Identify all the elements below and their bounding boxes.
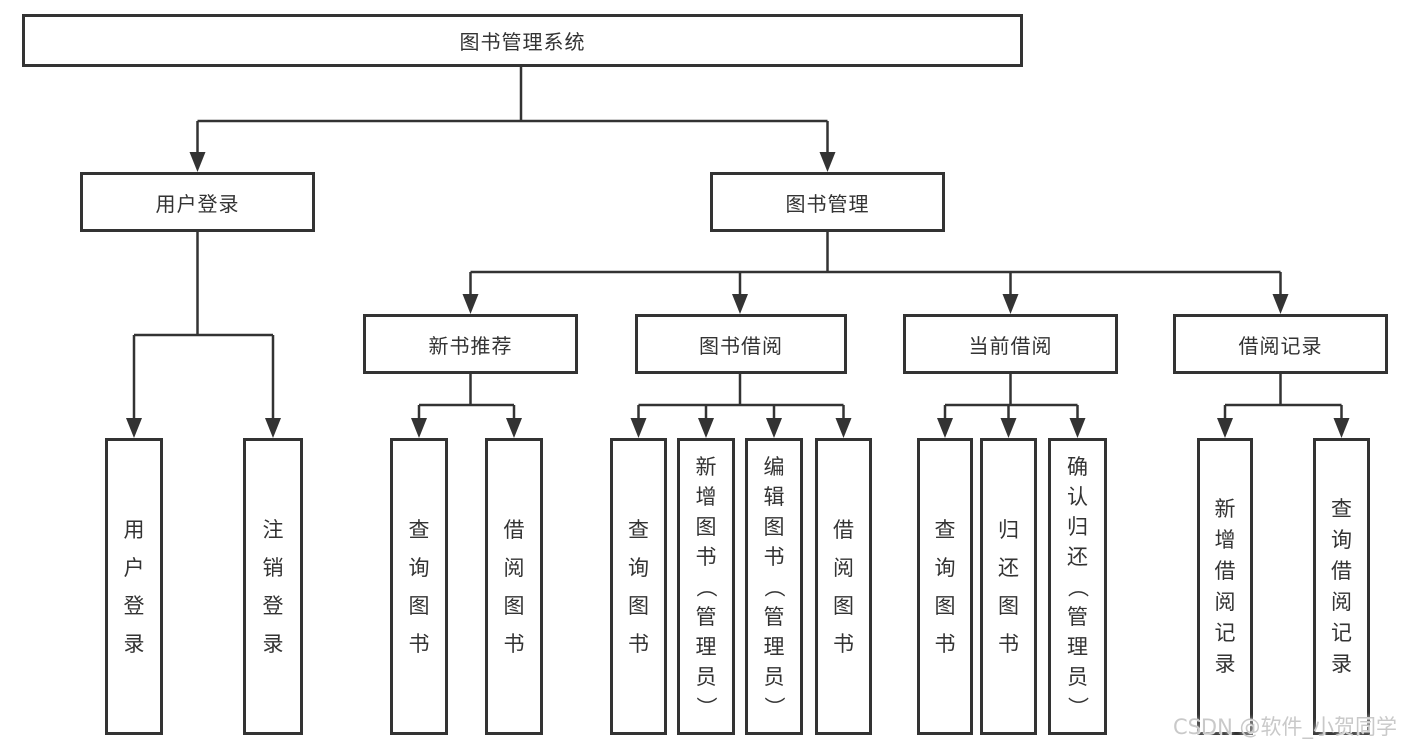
leaf-query-books-current: 查询图书 <box>917 438 973 735</box>
watermark-text: CSDN @软件_小贺同学 <box>1172 715 1397 739</box>
leaf-confirm-return-admin: 确认归还（管理员） <box>1048 438 1107 735</box>
node-label: 查询借阅记录 <box>1331 497 1352 676</box>
node-label: 用户登录 <box>155 191 240 216</box>
node-user-login: 用户登录 <box>80 172 315 232</box>
node-label: 归还图书 <box>998 517 1019 656</box>
node-new-book-recommend: 新书推荐 <box>363 314 578 374</box>
node-label: 查询图书 <box>934 517 956 656</box>
node-label: 图书管理系统 <box>459 30 586 54</box>
leaf-borrow-books-borrow: 借阅图书 <box>815 438 872 735</box>
node-label: 新增借阅记录 <box>1214 497 1236 676</box>
node-label: 借阅图书 <box>503 517 525 656</box>
leaf-user-login: 用户登录 <box>105 438 163 735</box>
node-label: 新增图书（管理员） <box>694 454 718 718</box>
leaf-edit-book-admin: 编辑图书（管理员） <box>745 438 803 735</box>
node-label: 用户登录 <box>123 517 145 656</box>
leaf-borrow-books-recommend: 借阅图书 <box>485 438 543 735</box>
node-label: 注销登录 <box>262 517 284 656</box>
node-label: 编辑图书（管理员） <box>762 454 786 718</box>
node-label: 查询图书 <box>408 517 430 656</box>
node-library-system: 图书管理系统 <box>22 14 1023 67</box>
node-book-management: 图书管理 <box>710 172 945 232</box>
leaf-add-book-admin: 新增图书（管理员） <box>677 438 735 735</box>
node-book-borrow: 图书借阅 <box>635 314 847 374</box>
node-label: 借阅记录 <box>1238 333 1323 358</box>
node-label: 当前借阅 <box>968 333 1053 358</box>
leaf-query-books-recommend: 查询图书 <box>390 438 448 735</box>
node-label: 查询图书 <box>628 517 649 656</box>
node-label: 借阅图书 <box>833 517 854 656</box>
leaf-query-books-borrow: 查询图书 <box>610 438 667 735</box>
leaf-return-books: 归还图书 <box>980 438 1037 735</box>
node-label: 图书管理 <box>785 191 870 216</box>
node-label: 新书推荐 <box>428 333 513 358</box>
leaf-logout: 注销登录 <box>243 438 303 735</box>
node-current-borrow: 当前借阅 <box>903 314 1118 374</box>
node-borrow-records: 借阅记录 <box>1173 314 1388 374</box>
leaf-query-borrow-record: 查询借阅记录 <box>1313 438 1370 735</box>
node-label: 图书借阅 <box>699 333 783 358</box>
leaf-add-borrow-record: 新增借阅记录 <box>1197 438 1253 735</box>
node-label: 确认归还（管理员） <box>1065 454 1090 718</box>
